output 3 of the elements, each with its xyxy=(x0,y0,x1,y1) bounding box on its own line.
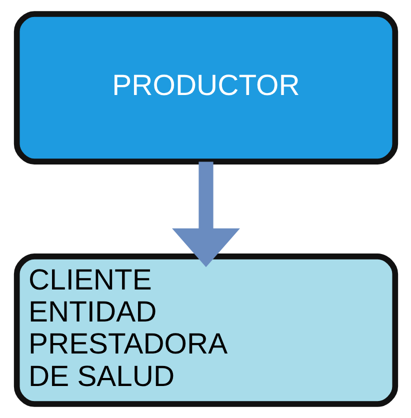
node-box: PRODUCTOR xyxy=(13,11,398,164)
arrow xyxy=(172,162,240,268)
node-box: CLIENTE ENTIDAD PRESTADORA DE SALUD xyxy=(13,254,398,407)
